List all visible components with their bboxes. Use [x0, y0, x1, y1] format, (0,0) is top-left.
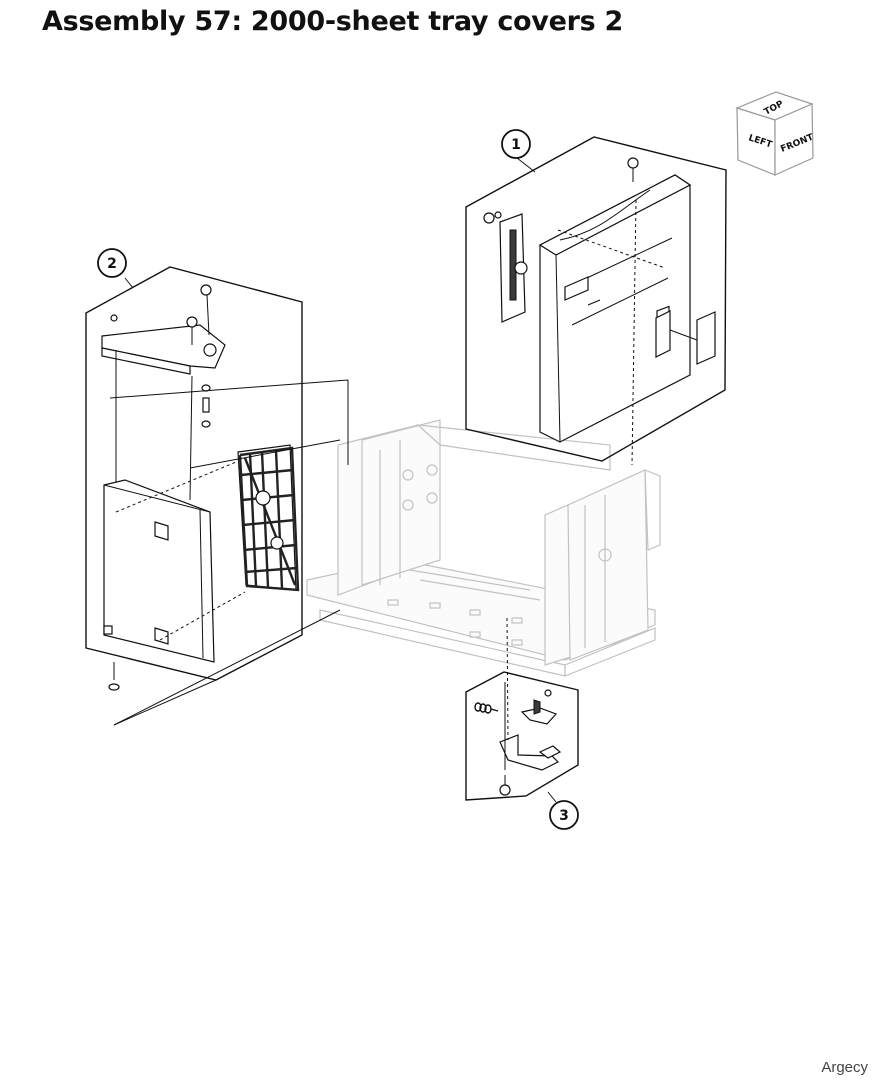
callout-circle-3[interactable] — [549, 800, 579, 830]
tray-frame-ghost — [306, 419, 661, 677]
side-cover-left — [103, 479, 215, 663]
callout-label-1: 1 — [511, 137, 521, 153]
callout-label-3: 3 — [559, 808, 569, 824]
callout-circle-2[interactable] — [97, 248, 127, 278]
spring — [474, 702, 499, 714]
screw-top — [627, 157, 639, 169]
bottom-bracket — [499, 734, 560, 771]
watermark: Argecy — [821, 1059, 868, 1076]
orientation-cube: TOP LEFT FRONT — [735, 91, 816, 176]
assembly-box-3: 3 — [465, 617, 579, 830]
callout-label-2: 2 — [107, 256, 117, 272]
assembly-box-2: 2 — [85, 248, 349, 726]
page-title: Assembly 57: 2000-sheet tray covers 2 — [42, 6, 623, 37]
assembly-box-1: 1 — [465, 129, 727, 466]
callout-circle-1[interactable] — [501, 129, 531, 159]
